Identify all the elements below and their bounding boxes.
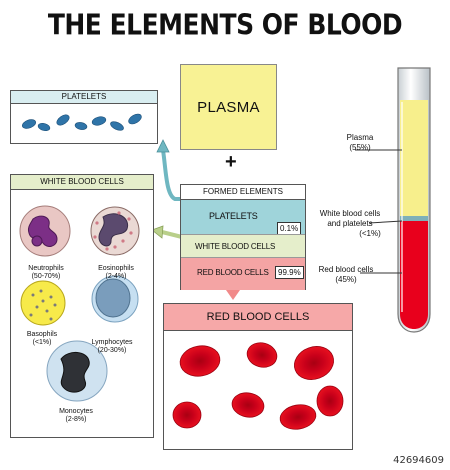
basophil-icon [20,280,66,326]
formed-rbc-percent: 99.9% [275,266,304,279]
tube-red-cell-layer [400,221,428,329]
platelet-icon [56,114,70,126]
formed-rbc-row: RED BLOOD CELLS 99.9% [181,257,305,290]
red-blood-cell-icon [294,346,334,380]
monocytes-label: Monocytes(2-8%) [59,408,93,423]
neutrophil-icon [19,205,71,257]
neutrophils-label: Neutrophils(50-70%) [28,265,64,280]
red-blood-cell-icon [316,385,344,417]
platelet-icon [128,113,142,125]
rbc-arrow-icon [226,290,240,300]
formed-elements-panel: FORMED ELEMENTS PLATELETS 0.1% WHITE BLO… [180,184,306,290]
platelets-arrowhead-icon [156,139,170,153]
page-title: THE ELEMENTS OF BLOOD [47,8,403,42]
formed-wbc-row: WHITE BLOOD CELLS [181,234,305,258]
tube-red-cells-label: Red blood cells(45%) [318,265,374,284]
plus-sign: + [225,151,237,173]
tube-buffy-coat-layer [400,216,428,221]
platelet-icon [110,121,124,131]
white-blood-cells-illustration [19,205,140,402]
red-blood-cell-icon [172,401,202,429]
eosinophils-label: Eosinophils(2-4%) [98,265,134,280]
red-blood-cells-panel: RED BLOOD CELLS [163,303,353,450]
eosinophil-icon [90,206,140,256]
platelets-panel: PLATELETS [10,90,158,144]
platelet-icon [37,122,51,132]
plasma-label: PLASMA [197,98,260,116]
formed-wbc-label: WHITE BLOOD CELLS [195,242,276,251]
platelets-panel-header: PLATELETS [11,91,157,104]
tube-plasma-layer [400,100,428,216]
lymphocyte-icon [91,275,139,323]
formed-elements-title: FORMED ELEMENTS [181,185,305,200]
red-blood-cell-icon [231,392,265,418]
red-blood-cell-icon [179,345,221,377]
red-blood-cell-icon [279,404,317,430]
white-blood-cells-panel: WHITE BLOOD CELLS [10,174,154,438]
platelets-arrow-icon [161,149,190,201]
red-blood-cells-header: RED BLOOD CELLS [164,304,352,331]
wbc-arrowhead-icon [151,225,164,239]
red-blood-cells-illustration [172,342,344,430]
formed-platelets-row: PLATELETS 0.1% [181,200,305,235]
wbc-arrow-icon [161,230,183,239]
basophils-label: Basophils(<1%) [26,331,58,346]
white-blood-cells-header: WHITE BLOOD CELLS [11,175,153,190]
test-tube-illustration [397,67,431,333]
plasma-panel: PLASMA [180,64,277,150]
platelet-icon [21,119,37,129]
image-id-label: 42694609 [393,455,444,466]
formed-rbc-label: RED BLOOD CELLS [197,268,269,277]
platelet-icon [91,116,107,126]
platelets-illustration [21,113,142,132]
platelet-icon [74,122,88,130]
monocyte-icon [46,340,108,402]
formed-platelets-label: PLATELETS [209,211,258,221]
lymphocytes-label: Lymphocytes(20-30%) [91,339,133,354]
red-blood-cell-icon [246,342,278,368]
tube-plasma-label: Plasma(55%) [346,133,374,152]
